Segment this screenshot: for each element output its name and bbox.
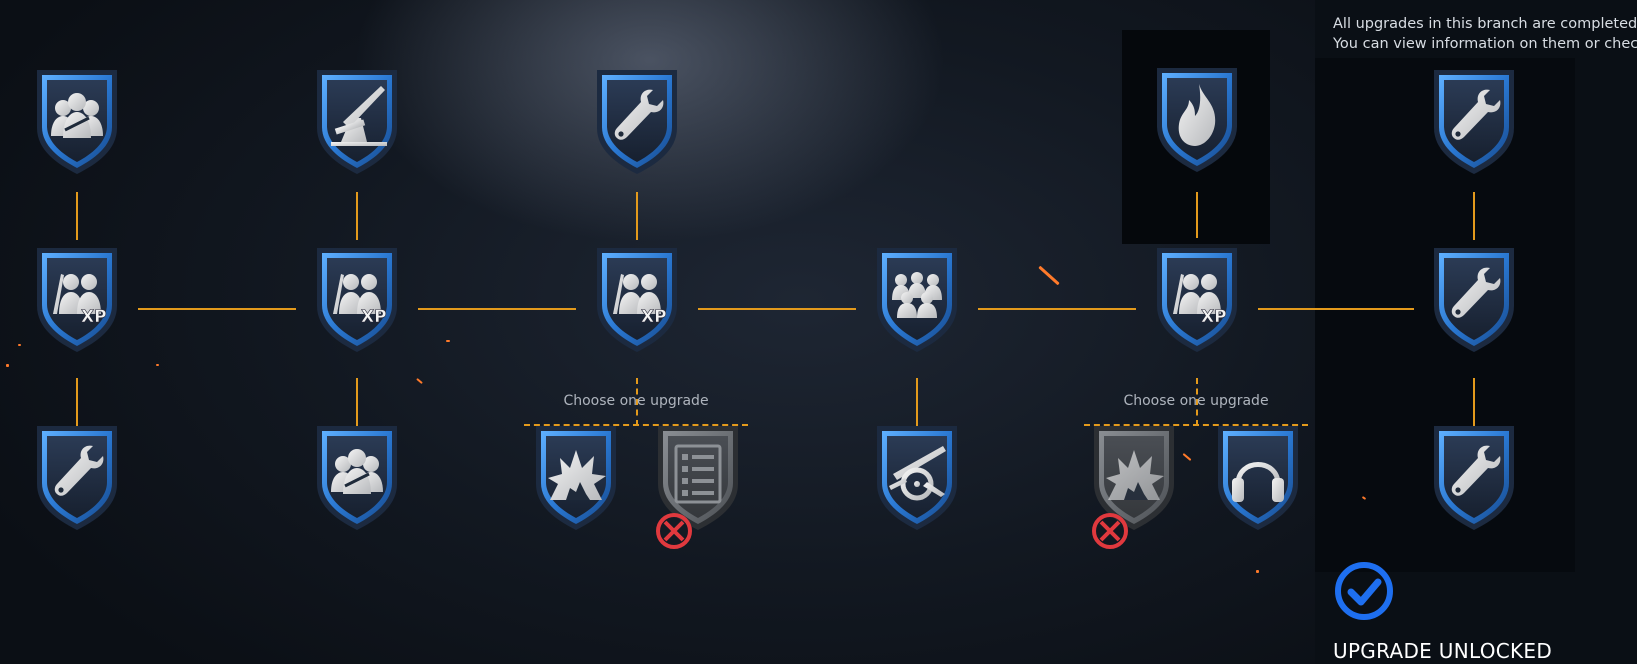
choice-label: Choose one upgrade [563, 393, 709, 409]
wrench-icon [1434, 248, 1514, 352]
ember-spark [1038, 265, 1060, 286]
ember-spark [156, 364, 159, 366]
wrench-icon [597, 70, 677, 174]
info-text: All upgrades in this branch are complete… [1333, 14, 1637, 54]
ember-spark [18, 344, 21, 346]
squad-xp-icon [317, 248, 397, 352]
connector [138, 308, 296, 310]
connector [1473, 192, 1475, 240]
squad-xp-icon [1157, 248, 1237, 352]
connector [76, 192, 78, 240]
upgrade-node[interactable] [530, 422, 622, 534]
wrench-icon [37, 426, 117, 530]
upgrade-node[interactable] [31, 66, 123, 178]
choice-connector [636, 378, 638, 426]
explosion-icon [536, 426, 616, 530]
choice-label: Choose one upgrade [1123, 393, 1269, 409]
ember-spark [446, 340, 450, 342]
upgrade-node[interactable] [871, 422, 963, 534]
connector [978, 308, 1136, 310]
upgrade-node[interactable] [871, 244, 963, 356]
upgrade-node[interactable] [311, 66, 403, 178]
upgrade-node[interactable] [591, 244, 683, 356]
info-line-1: All upgrades in this branch are complete… [1333, 16, 1637, 32]
blocked-icon [656, 513, 692, 549]
large-squad-icon [877, 248, 957, 352]
connector [76, 378, 78, 426]
upgrade-node[interactable] [1428, 244, 1520, 356]
connector [356, 192, 358, 240]
upgrade-node[interactable] [31, 244, 123, 356]
connector [636, 192, 638, 240]
artillery-gun-icon [317, 70, 397, 174]
connector [418, 308, 576, 310]
ember-spark [416, 377, 423, 385]
ember-spark [1182, 453, 1192, 461]
connector [698, 308, 856, 310]
fire-icon [1157, 68, 1237, 172]
connector [1473, 378, 1475, 426]
headphones-icon [1218, 426, 1298, 530]
choice-connector [1196, 378, 1198, 426]
upgrade-node[interactable] [1428, 422, 1520, 534]
connector [1258, 308, 1414, 310]
upgrade-status: UPGRADE UNLOCKED [1333, 639, 1553, 663]
blocked-icon [1092, 513, 1128, 549]
upgrade-node[interactable] [1428, 66, 1520, 178]
upgrade-node[interactable] [311, 422, 403, 534]
choice-bracket [524, 424, 748, 426]
wrench-icon [1434, 70, 1514, 174]
ember-spark [1256, 570, 1259, 573]
upgrade-node[interactable] [1151, 244, 1243, 356]
choice-bracket [1084, 424, 1308, 426]
upgrade-node[interactable] [591, 66, 683, 178]
upgrade-node[interactable] [311, 244, 403, 356]
squad-icon [317, 426, 397, 530]
check-circle-icon [1335, 562, 1393, 620]
connector [356, 378, 358, 426]
upgrade-node[interactable] [31, 422, 123, 534]
field-cannon-icon [877, 426, 957, 530]
squad-xp-icon [37, 248, 117, 352]
squad-xp-icon [597, 248, 677, 352]
wrench-icon [1434, 426, 1514, 530]
connector [1196, 192, 1198, 238]
upgrade-node[interactable] [1212, 422, 1304, 534]
info-line-2: You can view information on them or chec… [1333, 36, 1637, 52]
ember-spark [6, 364, 9, 367]
squad-icon [37, 70, 117, 174]
connector [916, 378, 918, 426]
upgrade-node-selected[interactable] [1151, 64, 1243, 176]
